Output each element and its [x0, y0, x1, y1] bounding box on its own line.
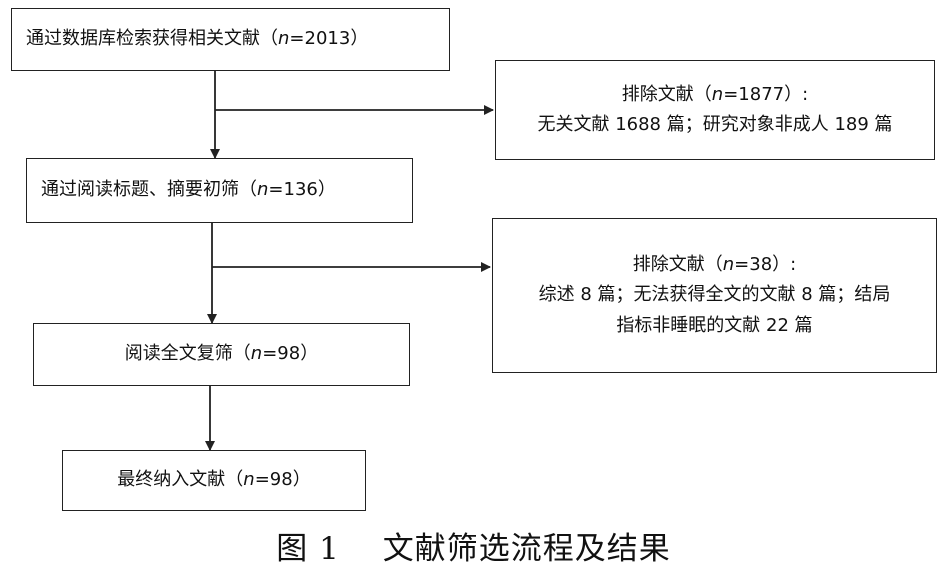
- exclusion-box-2: 排除文献（n=38）: 综述 8 篇；无法获得全文的文献 8 篇；结局 指标非睡…: [492, 218, 937, 373]
- step-final-included: 最终纳入文献（n=98）: [62, 450, 366, 511]
- exclusion-2-detail-line1: 综述 8 篇；无法获得全文的文献 8 篇；结局: [538, 284, 891, 306]
- step-1-text: 通过数据库检索获得相关文献（n=2013）: [26, 28, 369, 50]
- exclusion-box-1: 排除文献（n=1877）: 无关文献 1688 篇；研究对象非成人 189 篇: [495, 60, 935, 160]
- exclusion-1-title: 排除文献（n=1877）:: [621, 83, 809, 105]
- step-database-search: 通过数据库检索获得相关文献（n=2013）: [11, 8, 450, 71]
- step-3-text: 阅读全文复筛（n=98）: [124, 343, 319, 365]
- exclusion-2-detail-line2: 指标非睡眠的文献 22 篇: [616, 314, 813, 336]
- figure-caption: 图 1 文献筛选流程及结果: [276, 531, 671, 567]
- step-title-abstract-screening: 通过阅读标题、摘要初筛（n=136）: [26, 158, 413, 223]
- step-4-text: 最终纳入文献（n=98）: [117, 469, 311, 491]
- exclusion-1-detail: 无关文献 1688 篇；研究对象非成人 189 篇: [537, 114, 893, 135]
- step-full-text-screening: 阅读全文复筛（n=98）: [33, 323, 410, 386]
- exclusion-2-title: 排除文献（n=38）:: [632, 254, 797, 276]
- step-2-text: 通过阅读标题、摘要初筛（n=136）: [41, 179, 336, 201]
